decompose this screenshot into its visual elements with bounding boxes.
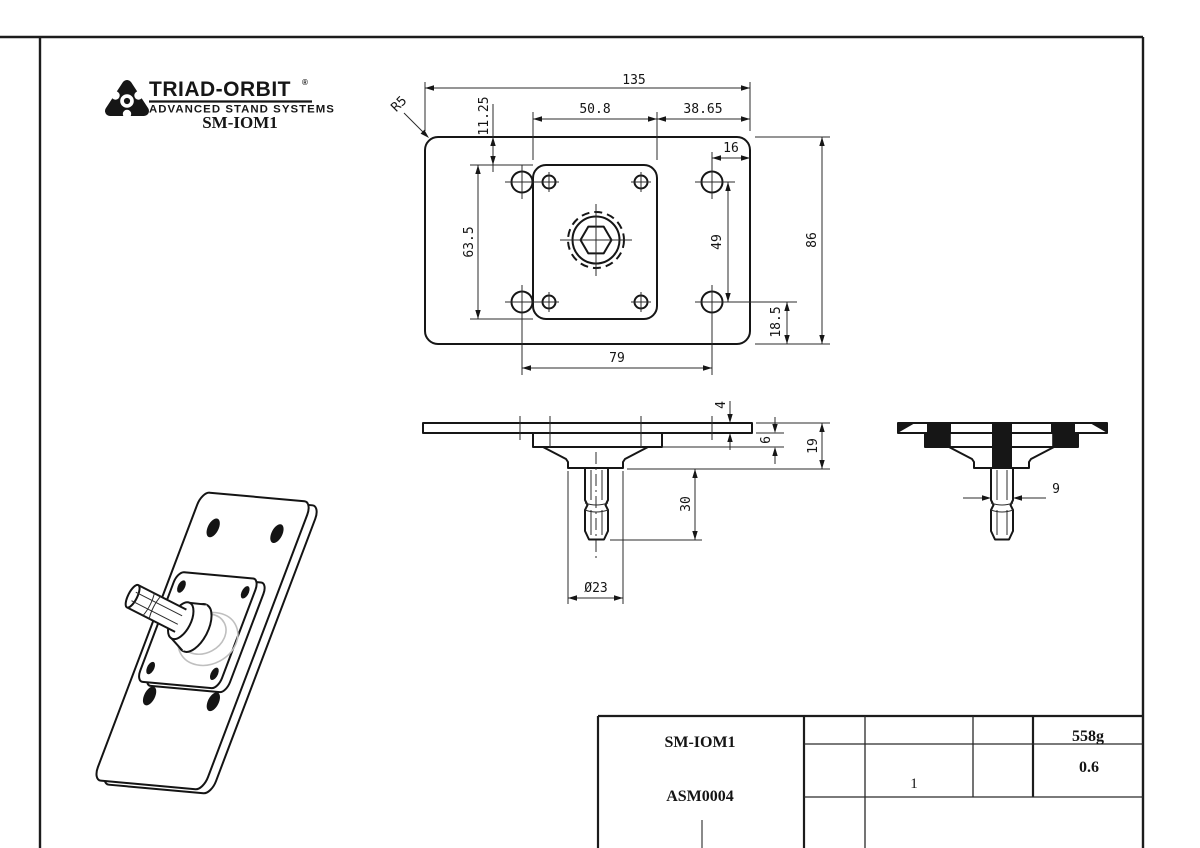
dim-shaft-length-label: 30 — [679, 496, 694, 512]
dim-square-width-label: 50.8 — [579, 102, 610, 117]
side-view-dimensions: 9 — [963, 482, 1060, 501]
title-block-quantity: 1 — [910, 776, 918, 792]
title-block-assembly: ASM0004 — [666, 788, 734, 805]
brand-text: TRIAD-ORBIT — [149, 78, 291, 101]
dim-height-label: 86 — [805, 232, 820, 248]
top-view: 135 50.8 38.65 11.25 16 63.5 49 86 18.5 — [389, 73, 830, 375]
dim-hub-height-label: 19 — [806, 438, 821, 454]
dim-collar-diameter-label: Ø23 — [584, 581, 607, 596]
front-view: 4 6 19 30 Ø23 — [422, 401, 830, 604]
front-view-dimensions: 4 6 19 30 Ø23 — [567, 401, 830, 604]
title-block: SM-IOM1 ASM0004 558g 0.6 1 — [596, 714, 1143, 848]
dim-square-height-label: 63.5 — [462, 226, 477, 257]
iso-view — [92, 492, 321, 794]
dim-right-span-label: 38.65 — [683, 102, 722, 117]
registered-mark: ® — [302, 78, 308, 87]
dim-plate-thickness-label: 4 — [714, 401, 729, 409]
dim-edge-margin-label: 16 — [723, 141, 739, 156]
brand-tagline: ADVANCED STAND SYSTEMS — [149, 104, 335, 116]
product-model-label: SM-IOM1 — [202, 113, 278, 132]
top-view-dimensions: 135 50.8 38.65 11.25 16 63.5 49 86 18.5 — [389, 73, 830, 375]
title-block-weight: 558g — [1072, 728, 1104, 745]
dim-shaft-flat-label: 9 — [1052, 482, 1060, 497]
iso-shaft — [124, 583, 213, 653]
dim-hole-span-h-label: 79 — [609, 351, 625, 366]
title-block-scale: 0.6 — [1079, 759, 1099, 776]
dim-top-offset-label: 11.25 — [477, 96, 492, 135]
dim-hole-span-v-label: 49 — [710, 234, 725, 250]
sheet-frame — [0, 35, 1145, 848]
dim-corner-radius-label: R5 — [389, 94, 411, 116]
title-block-model: SM-IOM1 — [664, 734, 735, 751]
dim-width-label: 135 — [622, 73, 645, 88]
dim-bottom-margin-label: 18.5 — [769, 306, 784, 337]
triad-orbit-icon — [105, 80, 149, 119]
logo-block: TRIAD-ORBIT ® ADVANCED STAND SYSTEMS SM-… — [105, 78, 335, 132]
dim-boss-thickness-label: 6 — [759, 436, 774, 444]
side-section-view: 9 — [897, 422, 1108, 541]
